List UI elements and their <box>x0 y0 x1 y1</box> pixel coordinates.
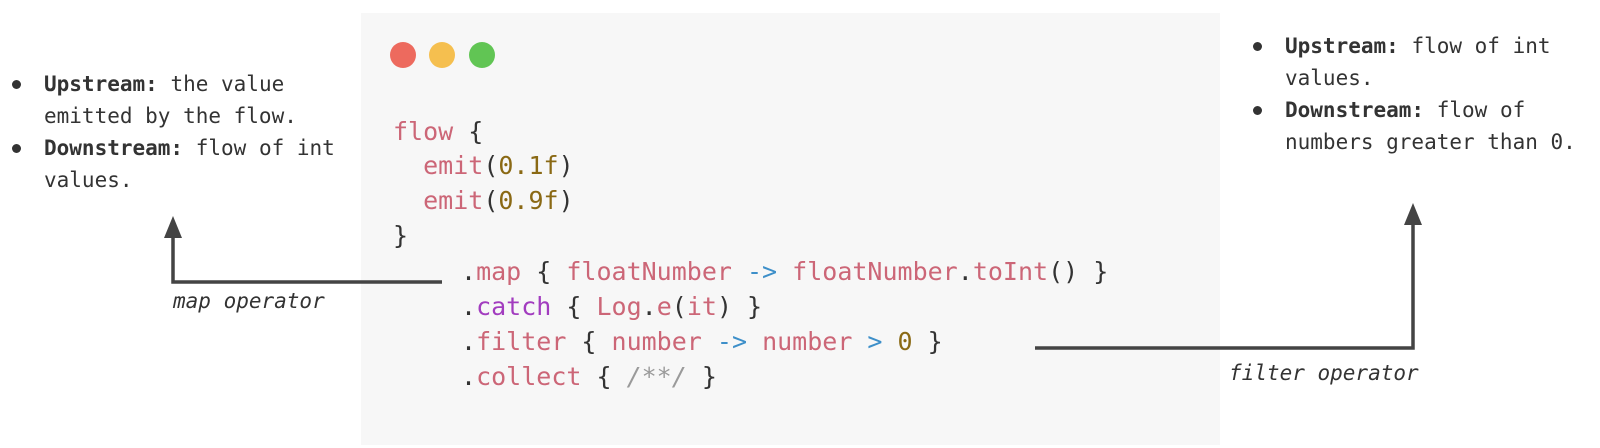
map-downstream-note: Downstream: flow of int values. <box>8 132 353 196</box>
code-token-function: floatNumber <box>792 257 958 286</box>
map-operator-notes: Upstream: the value emitted by the flow.… <box>8 68 353 196</box>
code-token-punctuation: { <box>566 327 612 356</box>
code-token-punctuation: } <box>686 362 717 391</box>
maximize-window-icon[interactable] <box>469 42 495 68</box>
map-arrow-line <box>171 232 442 284</box>
code-token-punctuation: . <box>641 292 657 321</box>
code-token-punctuation: ( <box>483 151 499 180</box>
code-token-punctuation: () } <box>1048 257 1109 286</box>
code-token-function: toInt <box>972 257 1049 286</box>
code-token-punctuation: . <box>461 257 477 286</box>
filter-arrow-line <box>1035 220 1415 350</box>
filter-upstream-note: Upstream: flow of int values. <box>1249 30 1594 94</box>
code-window: flow { emit(0.1f) emit(0.9f) } .map { fl… <box>361 13 1220 445</box>
code-token-function: Log <box>596 292 642 321</box>
code-line-catch: .catch { Log.e(it) } <box>461 292 762 322</box>
code-token-function: flow <box>393 117 454 146</box>
code-token-punctuation: } <box>393 221 409 250</box>
filter-downstream-text: flow of numbers greater than 0. <box>1285 98 1576 154</box>
filter-upstream-label: Upstream: <box>1285 34 1399 58</box>
code-token-punctuation: . <box>461 292 477 321</box>
code-token-punctuation: ( <box>671 292 687 321</box>
filter-operator-notes: Upstream: flow of int values. Downstream… <box>1249 30 1594 158</box>
code-line-collect: .collect { /**/ } <box>461 362 717 392</box>
minimize-window-icon[interactable] <box>429 42 455 68</box>
code-line-emit-first: emit(0.1f) <box>393 151 574 181</box>
code-line-emit-second: emit(0.9f) <box>393 186 574 216</box>
code-token-punctuation: ) <box>558 186 574 215</box>
code-token-punctuation: { <box>581 362 627 391</box>
code-token-function: collect <box>476 362 582 391</box>
code-token-keyword: catch <box>476 292 552 321</box>
code-token-operator: > <box>852 327 898 356</box>
code-token-punctuation: { <box>521 257 567 286</box>
code-line-flow-open: flow { <box>393 117 483 147</box>
filter-downstream-note: Downstream: flow of numbers greater than… <box>1249 94 1594 158</box>
code-token-number: 0.1f <box>498 151 559 180</box>
code-token-punctuation: ) <box>558 151 574 180</box>
code-token-punctuation: . <box>461 362 477 391</box>
code-token-number: 0 <box>897 327 913 356</box>
code-token-punctuation: . <box>461 327 477 356</box>
code-token-punctuation: ) } <box>716 292 763 321</box>
code-token-punctuation: ( <box>483 186 499 215</box>
code-token-function: filter <box>476 327 567 356</box>
code-token-operator: -> <box>701 327 763 356</box>
code-token-punctuation: } <box>912 327 943 356</box>
filter-upstream-text: flow of int values. <box>1285 34 1551 90</box>
code-token-operator: -> <box>731 257 793 286</box>
code-token-function: number <box>611 327 702 356</box>
code-token-punctuation: . <box>957 257 973 286</box>
map-upstream-label: Upstream: <box>44 72 158 96</box>
map-downstream-label: Downstream: <box>44 136 184 160</box>
code-token-function: emit <box>393 186 484 215</box>
code-token-function: map <box>476 257 522 286</box>
code-token-function: e <box>656 292 672 321</box>
code-token-function: emit <box>393 151 484 180</box>
code-token-function: floatNumber <box>566 257 732 286</box>
code-line-map: .map { floatNumber -> floatNumber.toInt(… <box>461 257 1108 287</box>
filter-arrowhead-icon <box>1404 203 1422 225</box>
map-upstream-text: the value emitted by the flow. <box>44 72 297 128</box>
code-token-comment: /**/ <box>626 362 687 391</box>
map-operator-label: map operator <box>173 289 325 313</box>
code-token-number: 0.9f <box>498 186 559 215</box>
code-token-punctuation: { <box>551 292 597 321</box>
map-arrowhead-icon <box>164 216 182 238</box>
filter-operator-label: filter operator <box>1229 361 1419 385</box>
close-window-icon[interactable] <box>390 42 416 68</box>
code-token-function: it <box>686 292 717 321</box>
map-downstream-text: flow of int values. <box>44 136 335 192</box>
filter-downstream-label: Downstream: <box>1285 98 1425 122</box>
code-token-punctuation: { <box>453 117 484 146</box>
code-line-filter: .filter { number -> number > 0 } <box>461 327 943 357</box>
map-upstream-note: Upstream: the value emitted by the flow. <box>8 68 353 132</box>
code-token-function: number <box>762 327 853 356</box>
code-line-flow-close: } <box>393 221 408 251</box>
